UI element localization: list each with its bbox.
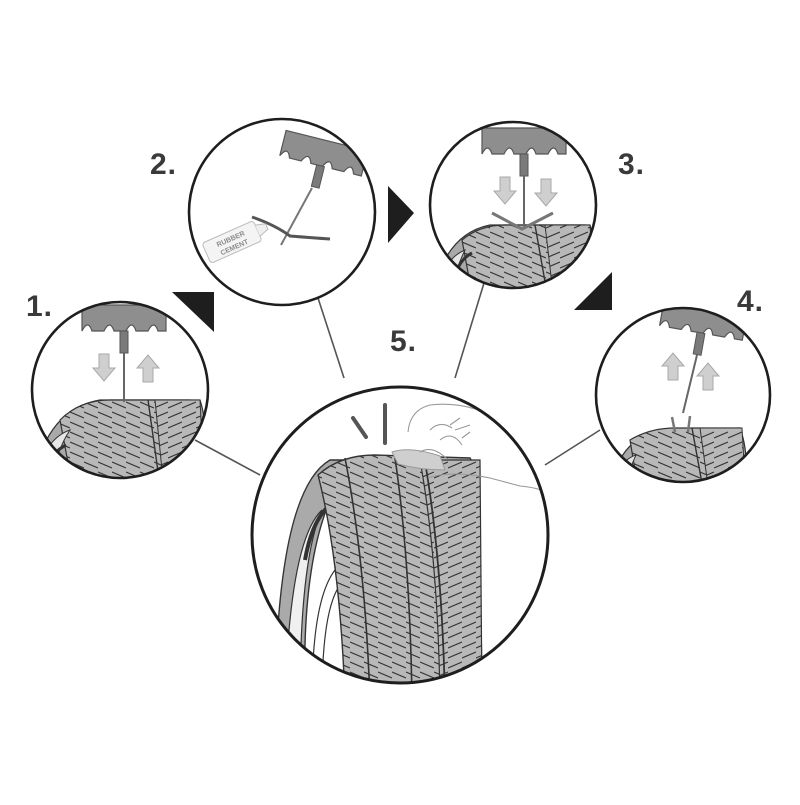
step-5-label: 5.	[390, 325, 418, 358]
step-4-label: 4.	[737, 285, 765, 318]
step-4-panel	[594, 306, 772, 484]
hand-sketch	[407, 403, 548, 493]
step-3-panel	[428, 120, 598, 290]
flow-arrow-3-to-4-icon	[574, 272, 612, 310]
step-1-panel	[30, 300, 210, 480]
flow-arrows	[172, 186, 612, 332]
flow-arrow-2-to-3-icon	[388, 186, 414, 243]
step-2-label: 2.	[150, 148, 178, 181]
step-5-panel	[250, 385, 550, 685]
flow-arrow-1-to-2-icon	[172, 292, 214, 332]
step-1-label: 1.	[26, 290, 54, 323]
connector-lines	[194, 282, 601, 476]
step-3-label: 3.	[618, 148, 646, 181]
step-2-panel: RUBBER CEMENT	[187, 117, 377, 307]
